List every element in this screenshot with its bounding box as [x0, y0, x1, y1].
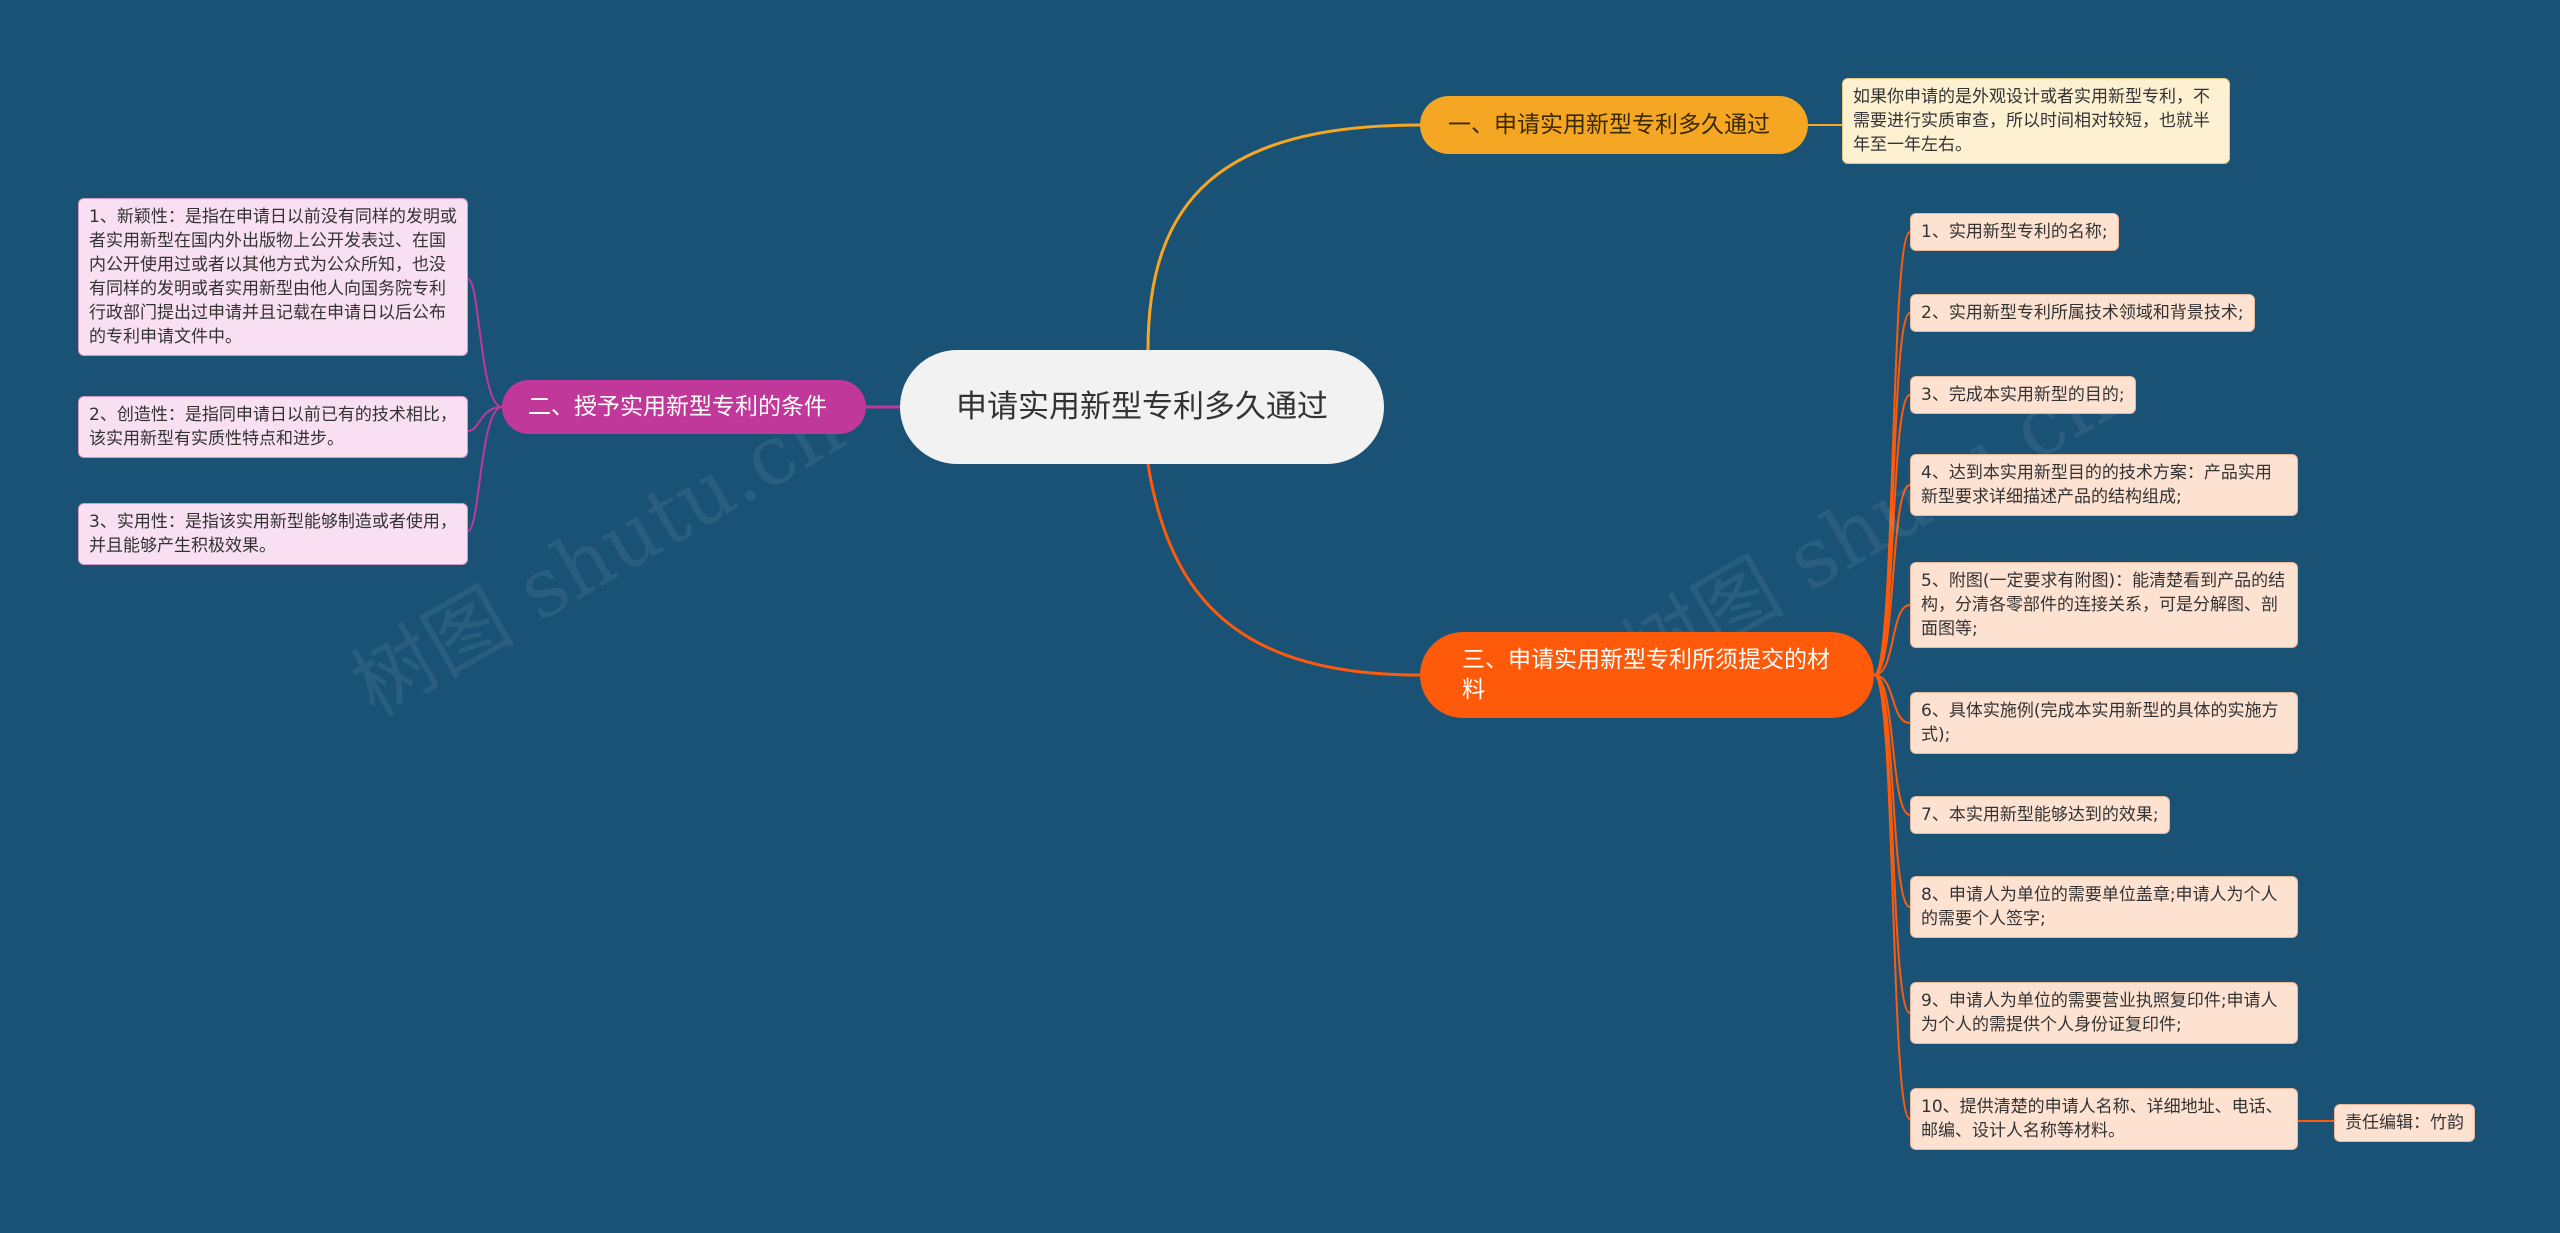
editor-credit-text: 责任编辑：竹韵 — [2345, 1113, 2464, 1133]
material-item[interactable]: 3、完成本实用新型的目的; — [1910, 376, 2136, 414]
link-root-branch1 — [1146, 123, 1421, 351]
branch-materials[interactable]: 三、申请实用新型专利所须提交的材料 — [1420, 632, 1874, 718]
material-item[interactable]: 9、申请人为单位的需要营业执照复印件;申请人为个人的需提供个人身份证复印件; — [1910, 982, 2298, 1044]
branch-conditions[interactable]: 二、授予实用新型专利的条件 — [502, 380, 866, 434]
branch-materials-label: 三、申请实用新型专利所须提交的材料 — [1462, 647, 1830, 703]
link-material — [1873, 674, 1911, 1120]
link-material — [1873, 674, 1911, 1014]
condition-novelty-text: 1、新颖性：是指在申请日以前没有同样的发明或者实用新型在国内外出版物上公开发表过… — [89, 207, 457, 347]
branch-conditions-label: 二、授予实用新型专利的条件 — [528, 394, 827, 420]
root-title: 申请实用新型专利多久通过 — [956, 389, 1328, 425]
material-text: 8、申请人为单位的需要单位盖章;申请人为个人的需要个人签字; — [1921, 885, 2278, 929]
material-text: 1、实用新型专利的名称; — [1921, 222, 2108, 242]
condition-novelty[interactable]: 1、新颖性：是指在申请日以前没有同样的发明或者实用新型在国内外出版物上公开发表过… — [78, 198, 468, 356]
condition-creativity[interactable]: 2、创造性：是指同申请日以前已有的技术相比，该实用新型有实质性特点和进步。 — [78, 396, 468, 458]
material-text: 10、提供清楚的申请人名称、详细地址、电话、邮编、设计人名称等材料。 — [1921, 1097, 2283, 1141]
material-item[interactable]: 4、达到本实用新型目的的技术方案：产品实用新型要求详细描述产品的结构组成; — [1910, 454, 2298, 516]
material-item[interactable]: 8、申请人为单位的需要单位盖章;申请人为个人的需要个人签字; — [1910, 876, 2298, 938]
note-duration-text: 如果你申请的是外观设计或者实用新型专利，不需要进行实质审查，所以时间相对较短，也… — [1853, 87, 2210, 155]
branch-duration[interactable]: 一、申请实用新型专利多久通过 — [1420, 96, 1808, 154]
editor-credit[interactable]: 责任编辑：竹韵 — [2334, 1104, 2475, 1142]
link-material — [1873, 674, 1911, 816]
material-text: 5、附图(一定要求有附图)：能清楚看到产品的结构，分清各零部件的连接关系，可是分… — [1921, 571, 2286, 639]
material-text: 3、完成本实用新型的目的; — [1921, 385, 2125, 405]
link-material — [1873, 484, 1911, 676]
material-text: 7、本实用新型能够达到的效果; — [1921, 805, 2159, 825]
material-item[interactable]: 7、本实用新型能够达到的效果; — [1910, 796, 2170, 834]
links-branch2-leaves — [467, 278, 503, 532]
condition-utility-text: 3、实用性：是指该实用新型能够制造或者使用，并且能够产生积极效果。 — [89, 512, 457, 556]
link-material — [1873, 394, 1911, 676]
condition-utility[interactable]: 3、实用性：是指该实用新型能够制造或者使用，并且能够产生积极效果。 — [78, 503, 468, 565]
material-text: 4、达到本实用新型目的的技术方案：产品实用新型要求详细描述产品的结构组成; — [1921, 463, 2272, 507]
link-material — [1873, 674, 1911, 724]
note-duration[interactable]: 如果你申请的是外观设计或者实用新型专利，不需要进行实质审查，所以时间相对较短，也… — [1842, 78, 2230, 164]
branch-duration-label: 一、申请实用新型专利多久通过 — [1448, 112, 1770, 138]
material-text: 2、实用新型专利所属技术领域和背景技术; — [1921, 303, 2244, 323]
material-item[interactable]: 10、提供清楚的申请人名称、详细地址、电话、邮编、设计人名称等材料。 — [1910, 1088, 2298, 1150]
material-text: 6、具体实施例(完成本实用新型的具体的实施方式); — [1921, 701, 2279, 745]
material-item[interactable]: 6、具体实施例(完成本实用新型的具体的实施方式); — [1910, 692, 2298, 754]
links-branch3-leaves — [1873, 231, 1911, 1120]
link-root-branch3 — [1146, 463, 1421, 677]
material-text: 9、申请人为单位的需要营业执照复印件;申请人为个人的需提供个人身份证复印件; — [1921, 991, 2278, 1035]
condition-creativity-text: 2、创造性：是指同申请日以前已有的技术相比，该实用新型有实质性特点和进步。 — [89, 405, 457, 449]
material-item[interactable]: 5、附图(一定要求有附图)：能清楚看到产品的结构，分清各零部件的连接关系，可是分… — [1910, 562, 2298, 648]
root-topic[interactable]: 申请实用新型专利多久通过 — [900, 350, 1384, 464]
link-material — [1873, 604, 1911, 676]
link-material — [1873, 674, 1911, 908]
material-item[interactable]: 1、实用新型专利的名称; — [1910, 213, 2119, 251]
material-item[interactable]: 2、实用新型专利所属技术领域和背景技术; — [1910, 294, 2255, 332]
